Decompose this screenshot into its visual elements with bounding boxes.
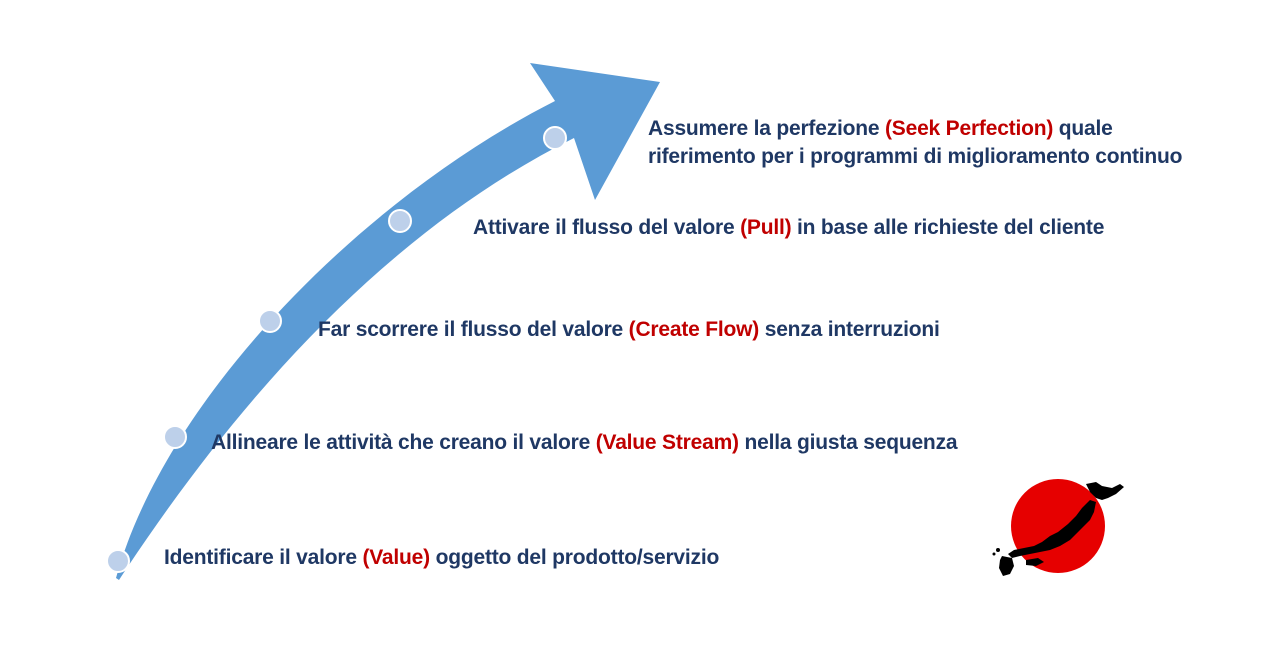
red-sun	[1011, 479, 1105, 573]
japan-silhouette	[992, 482, 1124, 576]
step-node-3	[258, 309, 282, 333]
step-2-text: Allineare le attività che creano il valo…	[211, 431, 596, 454]
step-3-text-end: senza interruzioni	[759, 318, 940, 341]
step-4-text-end: in base alle richieste del cliente	[791, 216, 1105, 239]
japan-map-on-red-sun-icon	[992, 479, 1124, 576]
curved-arrow	[116, 63, 660, 580]
step-1-keyword: (Value)	[362, 546, 430, 569]
step-2-keyword: (Value Stream)	[595, 431, 739, 454]
step-label-4: Attivare il flusso del valore (Pull) in …	[473, 214, 1104, 242]
step-label-5: Assumere la perfezione (Seek Perfection)…	[648, 115, 1182, 171]
step-1-text-end: oggetto del prodotto/servizio	[429, 546, 720, 569]
step-2-text-end: nella giusta sequenza	[738, 431, 958, 454]
step-3-keyword: (Create Flow)	[628, 318, 760, 341]
step-4-text: Attivare il flusso del valore	[473, 216, 741, 239]
step-5-keyword: (Seek Perfection)	[885, 117, 1054, 140]
step-1-text: Identificare il valore	[164, 546, 363, 569]
step-4-keyword: (Pull)	[740, 216, 792, 239]
step-node-4	[388, 209, 412, 233]
step-node-1	[106, 549, 130, 573]
step-5-text-line2: riferimento per i programmi di miglioram…	[648, 145, 1183, 168]
step-3-text: Far scorrere il flusso del valore	[318, 318, 629, 341]
step-node-2	[163, 425, 187, 449]
step-label-3: Far scorrere il flusso del valore (Creat…	[318, 316, 940, 344]
step-5-text-end: quale	[1053, 117, 1113, 140]
step-5-text: Assumere la perfezione	[648, 117, 885, 140]
step-label-2: Allineare le attività che creano il valo…	[211, 429, 958, 457]
step-node-5	[543, 126, 567, 150]
step-label-1: Identificare il valore (Value) oggetto d…	[164, 544, 719, 572]
